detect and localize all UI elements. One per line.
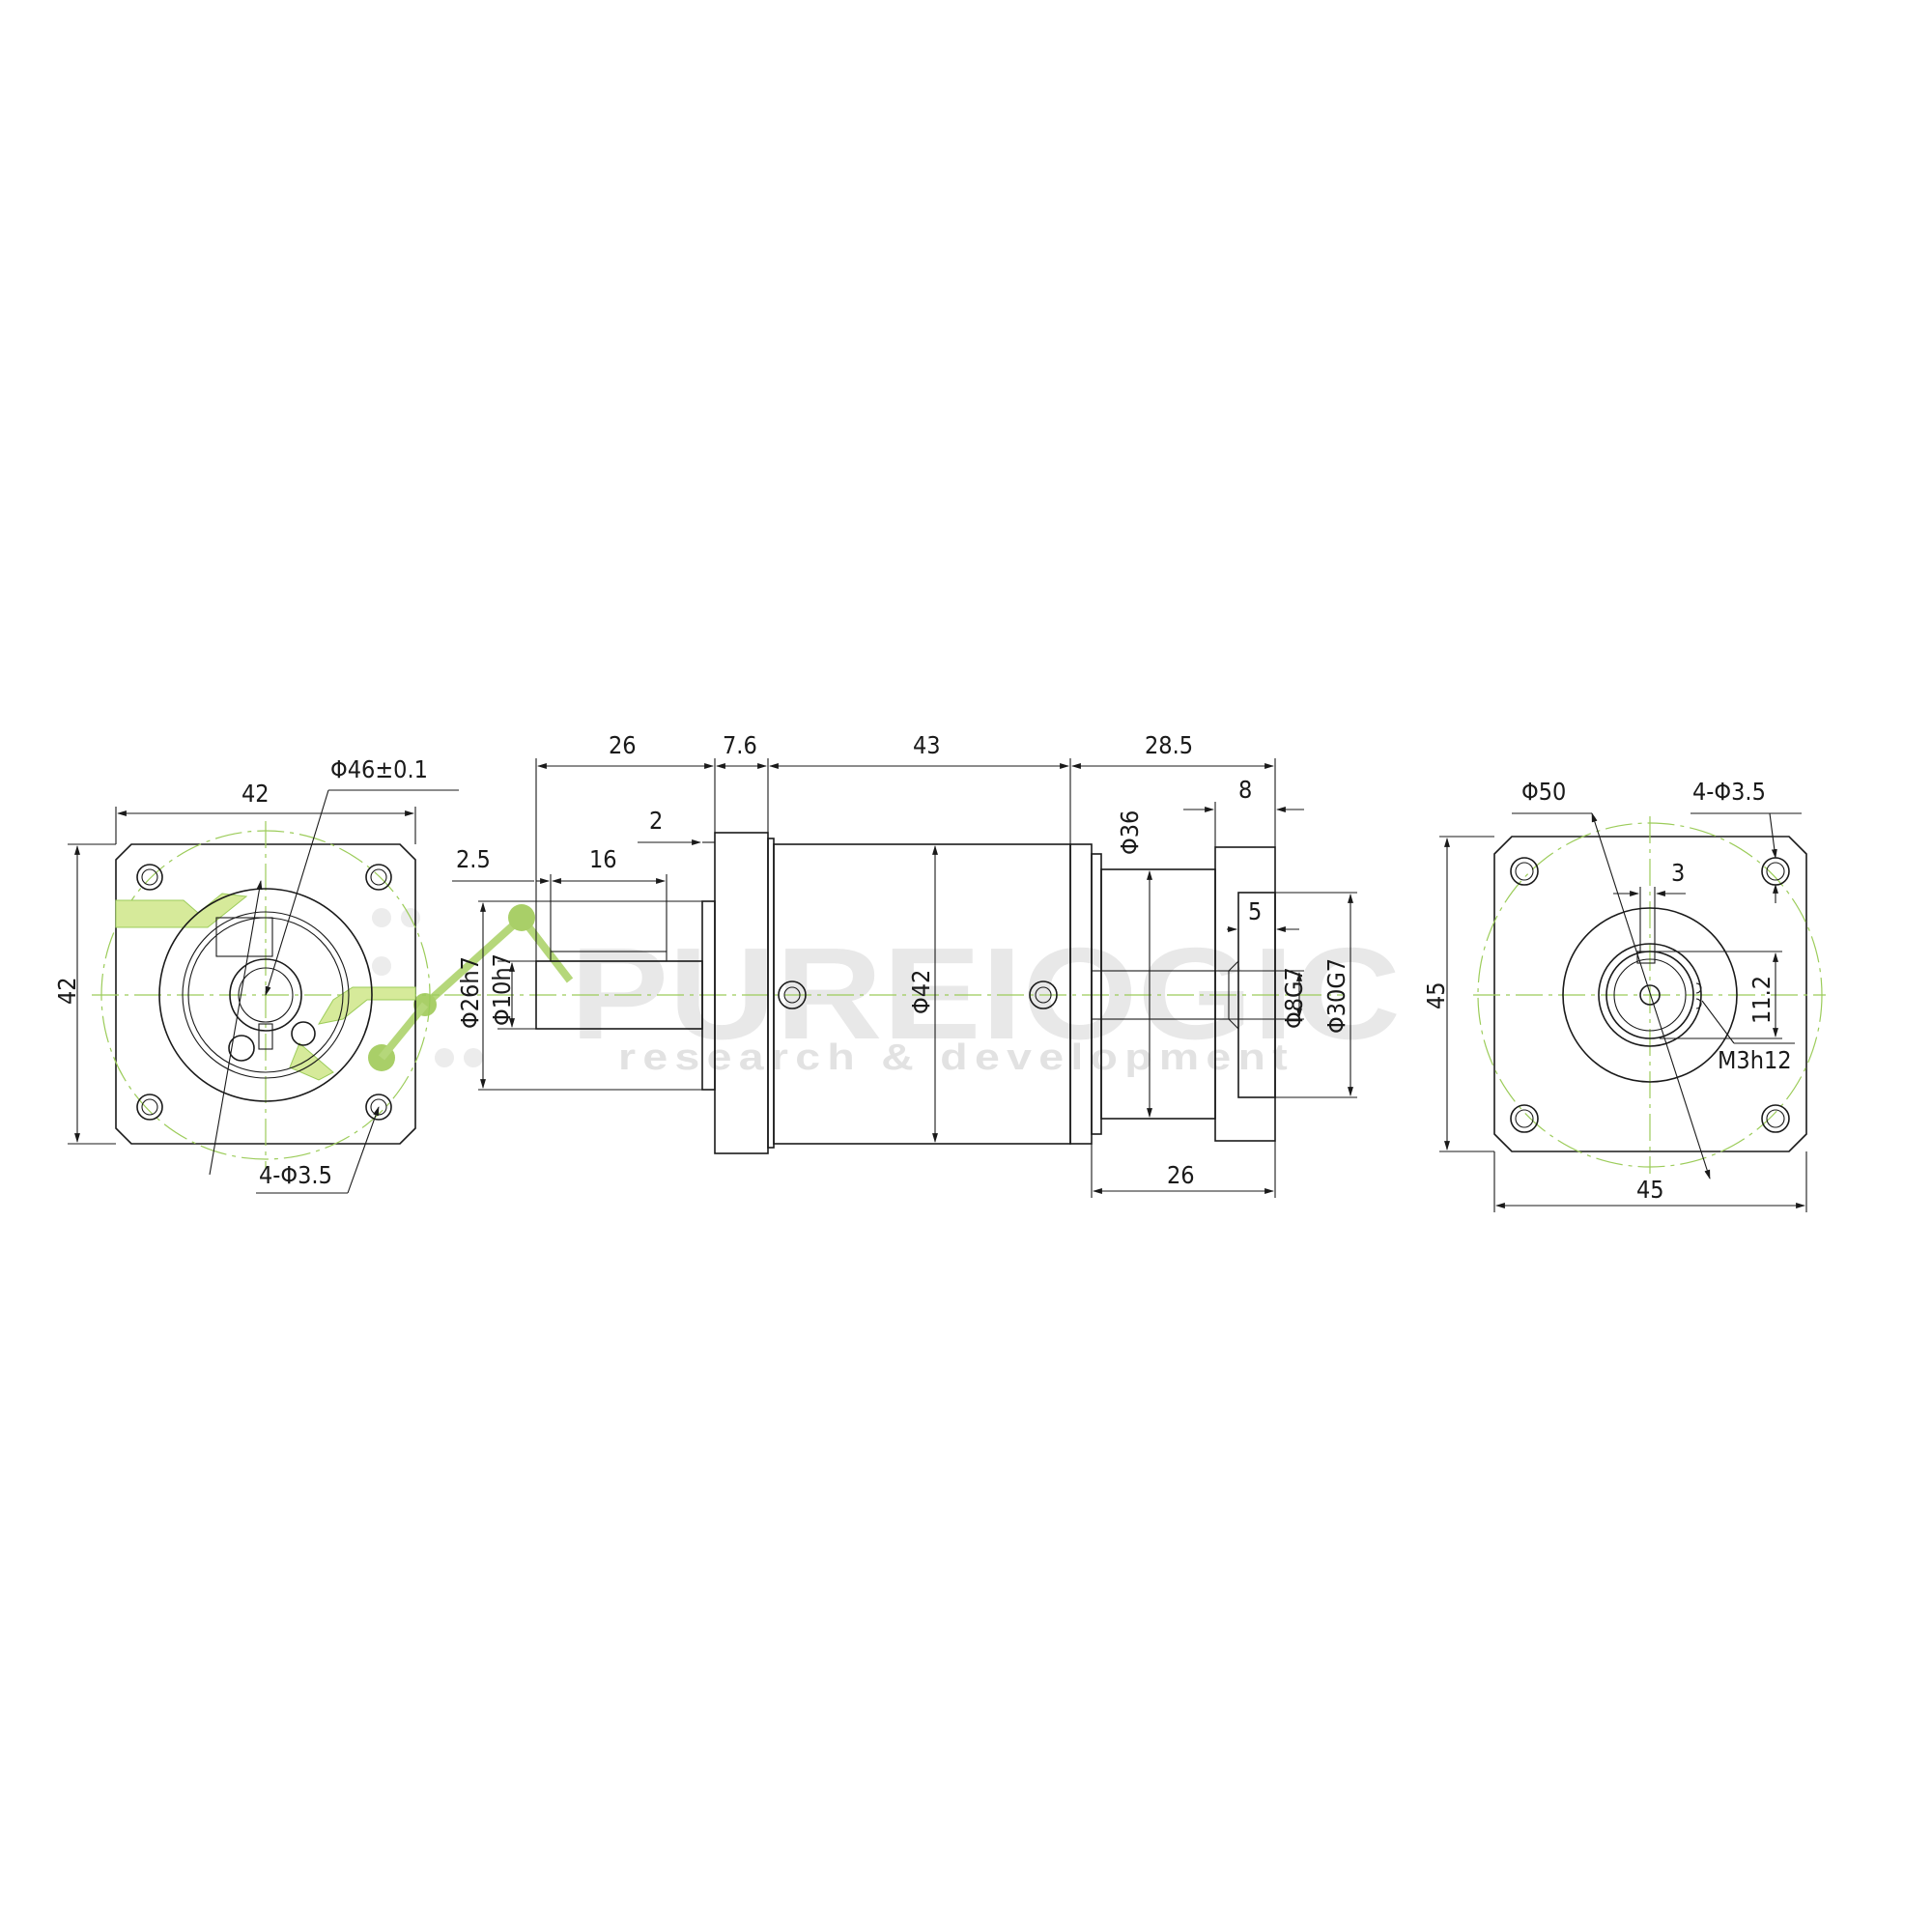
watermark-tagline: research & development bbox=[618, 1037, 1294, 1078]
left-flange-outline bbox=[115, 843, 416, 1145]
left-shaft-circle bbox=[229, 958, 302, 1032]
left-width-dim: 42 bbox=[242, 780, 270, 808]
right-hole-br bbox=[1761, 1104, 1790, 1133]
watermark: PUREIOGIC research & development bbox=[368, 904, 1401, 1078]
input-length-dim: 26 bbox=[609, 731, 637, 759]
motor-bore bbox=[1091, 970, 1230, 1020]
spigot-dia-dim: Φ30G7 bbox=[1322, 958, 1350, 1034]
left-hole-tr bbox=[365, 864, 392, 891]
right-hole-tl bbox=[1510, 857, 1539, 886]
pilot-dia-dim: Φ26h7 bbox=[456, 956, 484, 1029]
slot-depth-dim: 11.2 bbox=[1747, 976, 1776, 1024]
plate-thickness-dim: 8 bbox=[1238, 776, 1252, 804]
left-housing-outer bbox=[158, 888, 373, 1102]
left-view: 42 42 Φ46±0.1 4-Φ3.5 bbox=[53, 755, 459, 1194]
body-screw-1 bbox=[778, 980, 807, 1009]
bore-depth-dim: 5 bbox=[1248, 897, 1262, 925]
left-height-dim: 42 bbox=[53, 977, 81, 1005]
right-view: Φ50 4-Φ3.5 3 11.2 M3h12 45 45 bbox=[1422, 778, 1826, 1212]
body-screw-2 bbox=[1029, 980, 1058, 1009]
right-hole-tr bbox=[1761, 857, 1790, 886]
right-height-dim: 45 bbox=[1422, 981, 1450, 1009]
right-width-dim: 45 bbox=[1636, 1176, 1664, 1204]
slot-width-dim: 3 bbox=[1671, 859, 1685, 887]
right-hole-bl bbox=[1510, 1104, 1539, 1133]
body-dia-dim: Φ42 bbox=[907, 970, 935, 1014]
side-view: 26 7.6 43 28.5 2.5 16 2 Φ26h7 Φ10h7 Φ42 … bbox=[444, 731, 1357, 1198]
left-hole-br bbox=[365, 1094, 392, 1121]
bore-dia-dim: Φ8G7 bbox=[1280, 967, 1308, 1029]
right-holes-dim: 4-Φ3.5 bbox=[1692, 778, 1766, 806]
input-key bbox=[550, 951, 668, 962]
left-holes-dim: 4-Φ3.5 bbox=[259, 1161, 332, 1189]
adapter-length-dim: 26 bbox=[1167, 1161, 1195, 1189]
right-pcd-dim: Φ50 bbox=[1521, 778, 1566, 806]
left-pcd-dim: Φ46±0.1 bbox=[330, 755, 428, 783]
right-flange-outline bbox=[1493, 836, 1807, 1152]
body-length-dim: 43 bbox=[913, 731, 941, 759]
output-length-dim: 28.5 bbox=[1145, 731, 1193, 759]
shaft-dia-dim: Φ10h7 bbox=[488, 953, 516, 1026]
left-hole-bl bbox=[136, 1094, 163, 1121]
adapter-dia-dim: Φ36 bbox=[1116, 810, 1144, 855]
key-offset-dim: 2 bbox=[649, 807, 663, 835]
key-length-dim: 16 bbox=[589, 845, 617, 873]
left-hole-tl bbox=[136, 864, 163, 891]
clamp-screw-dim: M3h12 bbox=[1718, 1046, 1792, 1074]
watermark-logo: PUREIOGIC bbox=[570, 921, 1401, 1066]
flange-thickness-dim: 7.6 bbox=[723, 731, 757, 759]
shaft-step-dim: 2.5 bbox=[456, 845, 491, 873]
